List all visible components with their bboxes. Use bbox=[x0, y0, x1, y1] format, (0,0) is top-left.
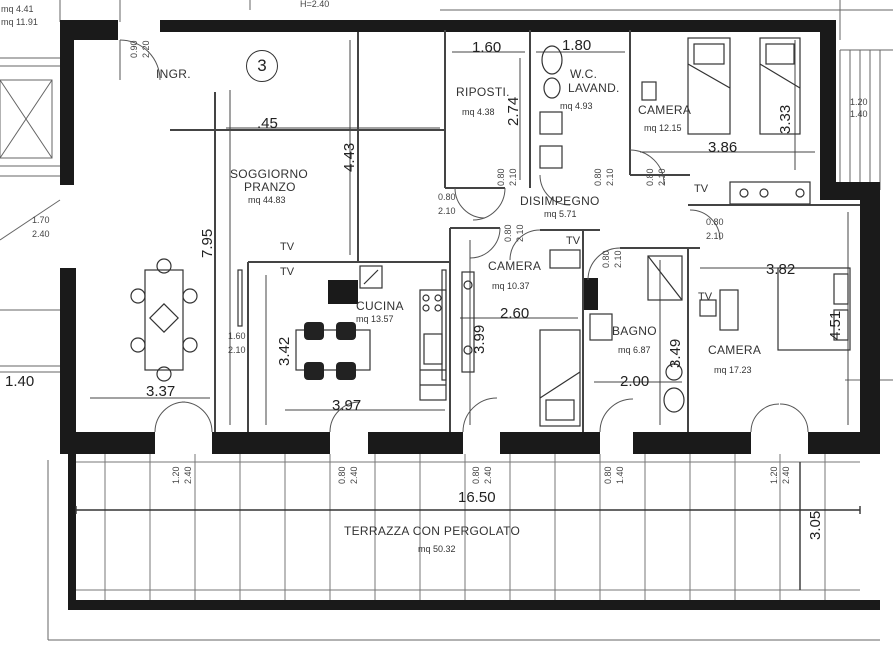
door-terrace-3-h: 2.40 bbox=[483, 466, 493, 484]
room-camera-top-name: CAMERA bbox=[638, 103, 692, 117]
room-bagno-area: mq 6.87 bbox=[618, 345, 651, 355]
door-bagno-h: 2.10 bbox=[613, 250, 623, 268]
dim-camera-right-h: 4.51 bbox=[827, 310, 844, 340]
room-camera-right-name: CAMERA bbox=[708, 343, 762, 357]
door-terrace-4-h: 1.40 bbox=[615, 466, 625, 484]
door-bagno-w: 0.80 bbox=[601, 250, 611, 268]
dim-left-outside: 1.40 bbox=[5, 373, 35, 390]
dim-ripostiglio-w: 1.60 bbox=[472, 39, 502, 56]
door-corridor-left-h: 2.10 bbox=[438, 206, 456, 216]
door-camera-top-h: 2.10 bbox=[657, 168, 667, 186]
door-kitchen-pass-h: 2.10 bbox=[228, 345, 246, 355]
door-kitchen-pass-w: 1.60 bbox=[228, 331, 246, 341]
tv-label-1: TV bbox=[280, 241, 295, 253]
dim-terrazza-w: 16.50 bbox=[458, 489, 496, 506]
door-camera-mid-w: 0.80 bbox=[503, 224, 513, 242]
height-note: H=2.40 bbox=[300, 0, 330, 9]
dim-soggiorno-w-bottom: 3.37 bbox=[146, 383, 176, 400]
dim-ripostiglio-h: 2.74 bbox=[505, 96, 522, 126]
door-terrace-2-h: 2.40 bbox=[349, 466, 359, 484]
tv-label-3: TV bbox=[566, 235, 581, 247]
dim-right-outside-2: 1.40 bbox=[850, 109, 868, 119]
entrance-label: INGR. bbox=[156, 67, 191, 81]
room-wc-name: W.C. bbox=[570, 67, 598, 81]
room-cucina-area: mq 13.57 bbox=[356, 314, 394, 324]
room-ripostiglio-name: RIPOSTI. bbox=[456, 85, 510, 99]
dim-camera-top-w: 3.86 bbox=[708, 139, 738, 156]
door-terrace-1-w: 1.20 bbox=[171, 466, 181, 484]
door-terrace-5-h: 2.40 bbox=[781, 466, 791, 484]
tv-label-4: TV bbox=[694, 183, 709, 195]
dim-camera-top-h: 3.33 bbox=[777, 104, 794, 134]
door-camera-right-h: 2.10 bbox=[706, 231, 724, 241]
door-camera-mid-h: 2.10 bbox=[515, 224, 525, 242]
room-cucina-name: CUCINA bbox=[356, 299, 404, 313]
door-wc-w: 0.80 bbox=[593, 168, 603, 186]
door-terrace-5-w: 1.20 bbox=[769, 466, 779, 484]
door-terrace-1-h: 2.40 bbox=[183, 466, 193, 484]
dim-soggiorno-mid-h: 4.43 bbox=[341, 142, 358, 172]
dim-camera-mid-h: 3.99 bbox=[471, 324, 488, 354]
door-camera-top-w: 0.80 bbox=[645, 168, 655, 186]
tv-label-2: TV bbox=[280, 266, 295, 278]
dim-camera-right-w: 3.82 bbox=[766, 261, 796, 278]
dim-terrazza-h: 3.05 bbox=[807, 510, 824, 540]
room-camera-right-area: mq 17.23 bbox=[714, 365, 752, 375]
room-camera-top-area: mq 12.15 bbox=[644, 123, 682, 133]
dim-wc-w: 1.80 bbox=[562, 37, 592, 54]
door-terrace-2-w: 0.80 bbox=[337, 466, 347, 484]
door-camera-right-w: 0.80 bbox=[706, 217, 724, 227]
room-camera-mid-name: CAMERA bbox=[488, 259, 542, 273]
door-left-window-h: 2.40 bbox=[32, 229, 50, 239]
dim-cucina-w: 3.97 bbox=[332, 397, 362, 414]
door-ripostiglio-w: 0.80 bbox=[496, 168, 506, 186]
door-entrance-h: 2.20 bbox=[141, 40, 151, 58]
dim-soggiorno-w-top: .45 bbox=[257, 115, 278, 132]
dim-bagno-h: 3.49 bbox=[667, 338, 684, 368]
top-left-area-1: mq 4.41 bbox=[1, 4, 34, 14]
door-left-window-w: 1.70 bbox=[32, 215, 50, 225]
room-camera-mid-area: mq 10.37 bbox=[492, 281, 530, 291]
room-wc-name2: LAVAND. bbox=[568, 81, 620, 95]
dim-camera-mid-w: 2.60 bbox=[500, 305, 530, 322]
unit-number: 3 bbox=[246, 50, 278, 82]
dim-bagno-w: 2.00 bbox=[620, 373, 650, 390]
room-soggiorno-name: SOGGIORNO bbox=[230, 167, 309, 181]
room-wc-area: mq 4.93 bbox=[560, 101, 593, 111]
room-ripostiglio-area: mq 4.38 bbox=[462, 107, 495, 117]
room-terrazza-name: TERRAZZA CON PERGOLATO bbox=[344, 524, 521, 538]
tv-label-5: TV bbox=[698, 291, 713, 303]
room-disimpegno-name: DISIMPEGNO bbox=[520, 194, 600, 208]
dim-soggiorno-h: 7.95 bbox=[199, 228, 216, 258]
dim-cucina-h: 3.42 bbox=[276, 336, 293, 366]
top-left-area-2: mq 11.91 bbox=[1, 17, 38, 27]
door-corridor-left-w: 0.80 bbox=[438, 192, 456, 202]
room-bagno-name: BAGNO bbox=[612, 324, 657, 338]
door-wc-h: 2.10 bbox=[605, 168, 615, 186]
dim-right-outside-1: 1.20 bbox=[850, 97, 868, 107]
room-terrazza-area: mq 50.32 bbox=[418, 544, 456, 554]
door-entrance-w: 0.90 bbox=[129, 40, 139, 58]
door-terrace-3-w: 0.80 bbox=[471, 466, 481, 484]
door-terrace-4-w: 0.80 bbox=[603, 466, 613, 484]
room-soggiorno-name2: PRANZO bbox=[244, 180, 296, 194]
room-soggiorno-area: mq 44.83 bbox=[248, 195, 286, 205]
door-ripostiglio-h: 2.10 bbox=[508, 168, 518, 186]
room-disimpegno-area: mq 5.71 bbox=[544, 209, 577, 219]
